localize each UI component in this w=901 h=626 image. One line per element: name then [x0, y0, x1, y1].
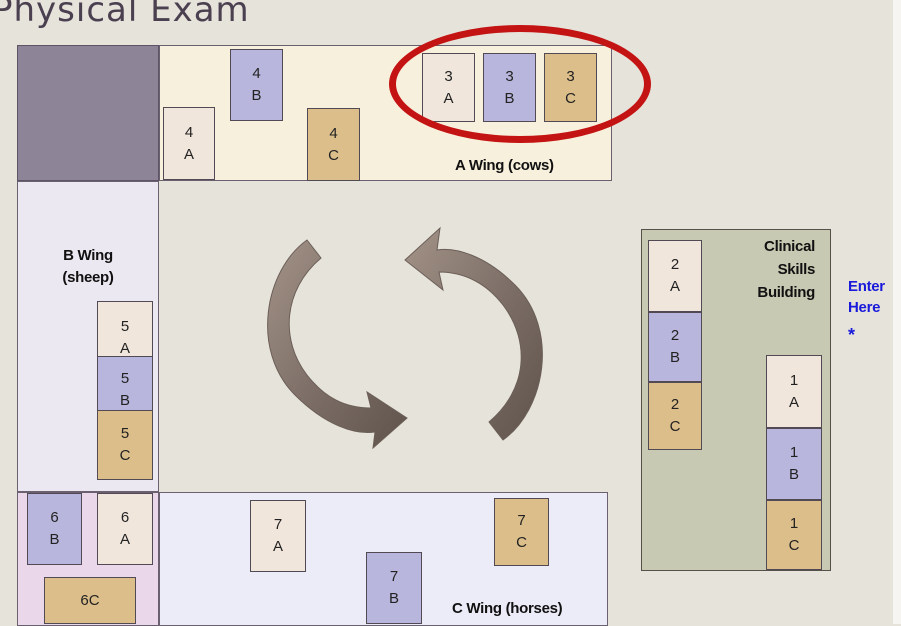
cycle-arrow-top — [404, 226, 543, 441]
page-edge-strip — [893, 0, 901, 624]
ellipse-highlight — [389, 25, 651, 143]
c-wing-label: C Wing (horses) — [452, 600, 563, 617]
entrance-marker: * — [848, 325, 856, 345]
b-wing-label: B Wing(sheep) — [62, 247, 114, 286]
circular-arrows-icon — [267, 226, 543, 450]
a-wing-label: A Wing (cows) — [455, 157, 554, 174]
corner-block — [17, 45, 159, 181]
page-title: Physical Exam — [0, 0, 250, 30]
station-6c: 6C — [44, 577, 136, 624]
cycle-arrow-bottom — [267, 239, 408, 450]
